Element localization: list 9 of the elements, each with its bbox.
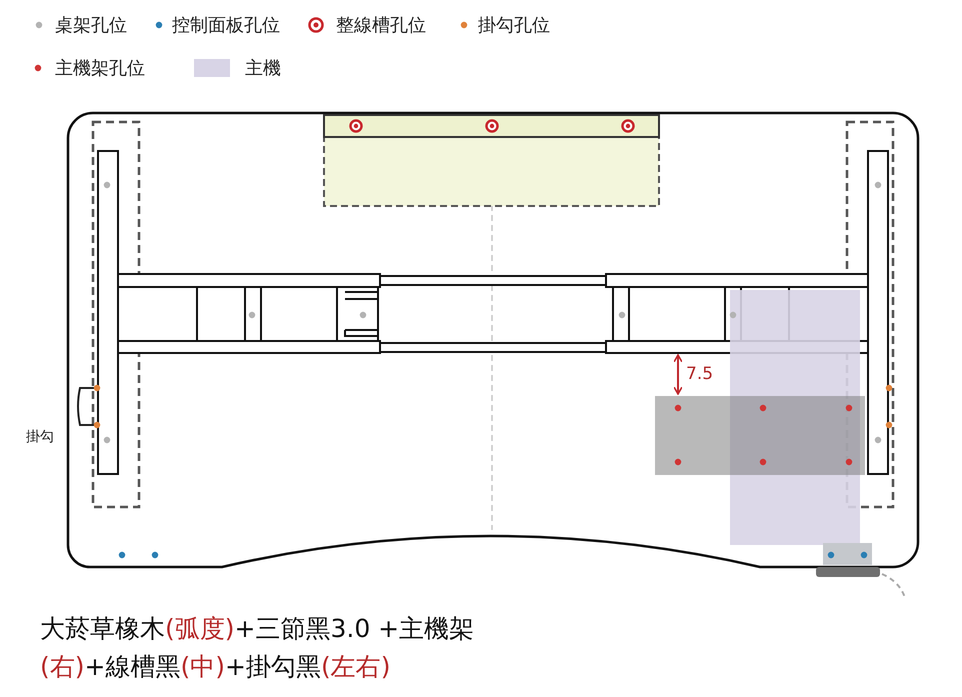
legend-label: 主機 [245,57,281,80]
legend-label: 掛勾孔位 [478,14,550,37]
legend-label: 控制面板孔位 [172,14,280,37]
dimension-label: 7.5 [686,364,714,384]
part-label: 掛勾 [26,428,54,446]
caption: 大菸草橡木(弧度)+三節黑3.0 +主機架(右)+線槽黑(中)+掛勾黑(左右) [40,613,476,683]
legend-label: 桌架孔位 [55,14,127,37]
legend-label: 整線槽孔位 [336,14,426,37]
legend-label: 主機架孔位 [55,57,145,80]
